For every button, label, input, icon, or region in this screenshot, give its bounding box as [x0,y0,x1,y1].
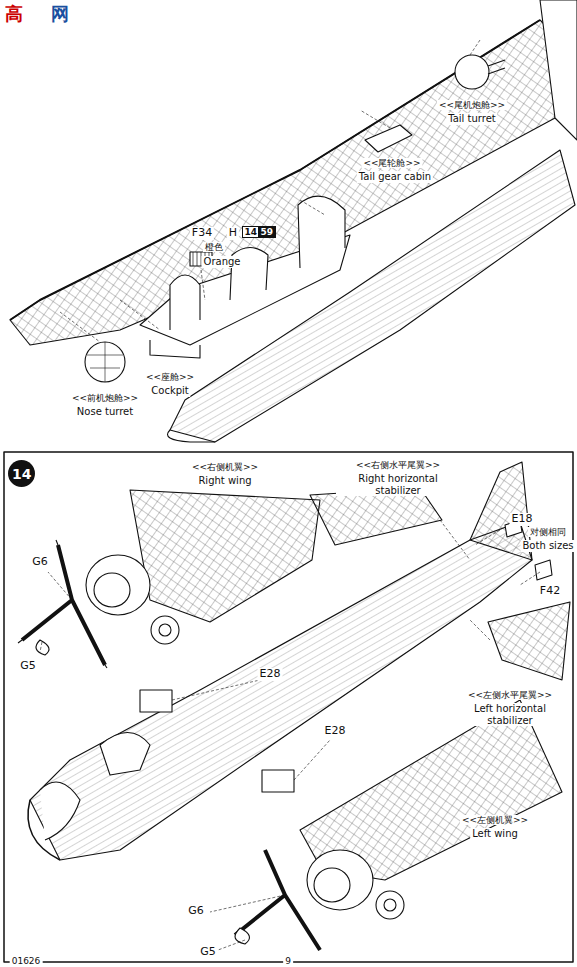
part-label: 对侧相同 [528,527,568,537]
part-label: <<尾轮舱>> [361,158,422,168]
watermark: 高 [3,4,25,25]
part-label: Right wing [196,475,253,487]
part-label: Left horizontal stabilizer [453,703,567,726]
part-label: 01626 [10,956,43,966]
part-label: Cockpit [149,385,190,397]
part-label: E28 [258,668,283,681]
part-label: <<前机炮舱>> [70,393,140,403]
part-label: <<右侧水平尾翼>> [354,460,442,470]
part-label: Right horizontal stabilizer [336,473,460,496]
part-label: G5 [198,946,218,959]
part-label: H [227,227,239,240]
part-label: <<座舱>> [144,372,196,382]
node-text: 14 [12,466,31,482]
part-label: <<左侧机翼>> [460,815,530,825]
part-label: F34 [190,227,214,240]
part-label: <<左侧水平尾翼>> [466,690,554,700]
watermark: 网 [49,4,71,25]
step-number: 14 [8,460,35,487]
part-label: Both sizes [520,540,575,552]
node-text: 14 [245,227,258,237]
part-label: 9 [283,956,293,966]
color-code-box: 14 [242,226,260,238]
part-label: Tail gear cabin [357,171,433,183]
part-label: G5 [18,660,38,673]
part-label: E18 [510,513,535,526]
part-label: <<右侧机翼>> [190,462,260,472]
part-label: E28 [323,725,348,738]
part-label: G6 [30,556,50,569]
part-label: <<尾机炮舱>> [437,100,507,110]
part-label: Left wing [470,828,520,840]
node-text: 59 [261,227,274,237]
color-code-box: 59 [258,226,276,238]
part-label: 橙色 [203,242,225,252]
part-label: Nose turret [75,406,135,418]
part-label: Tail turret [446,113,497,125]
part-label: F42 [538,585,562,598]
part-label: Orange [202,256,243,268]
part-label: G6 [186,905,206,918]
